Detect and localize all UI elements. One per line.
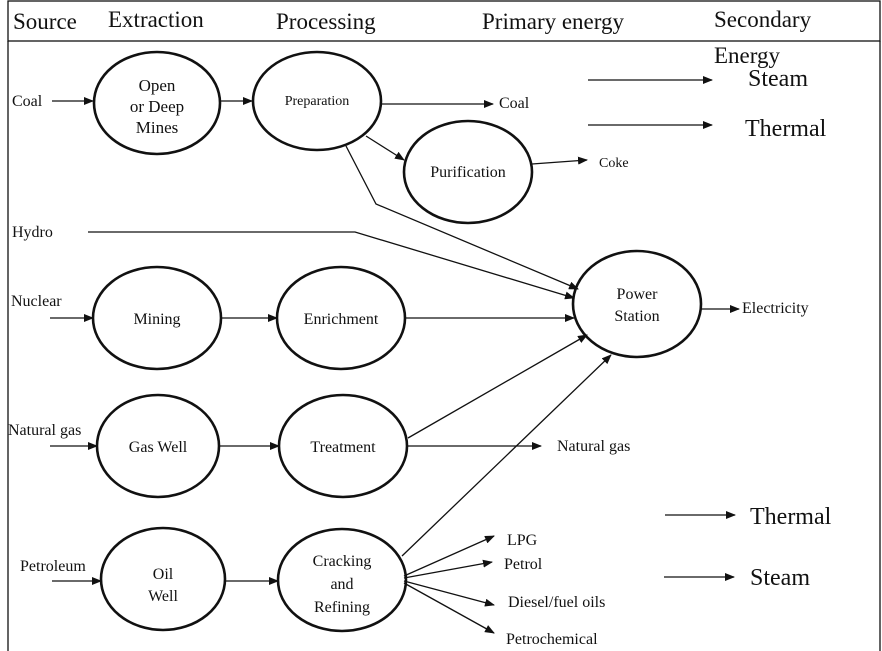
secondary-thermal-top: Thermal [745, 116, 827, 142]
secondary-thermal-bottom: Thermal [750, 504, 832, 530]
cracking-label: Cracking and Refining [292, 550, 392, 619]
arrow-purification-to-coke [531, 156, 588, 165]
cracking-label-line3: Refining [314, 599, 370, 616]
power-station-label-line1: Power [616, 286, 658, 303]
arrow-cracking-to-lpg [403, 535, 495, 577]
output-lpg: LPG [507, 532, 538, 549]
cracking-label-line2: and [330, 576, 354, 593]
mines-label-line3: Mines [135, 118, 179, 137]
arrow-preparation-to-power-station [345, 145, 579, 290]
power-station-node [571, 249, 703, 359]
mines-node [92, 50, 222, 156]
arrow-cracking-to-diesel [403, 580, 495, 607]
oil-well-label-line1: Oil [152, 566, 174, 583]
arrow-cracking-to-petrol [403, 559, 493, 579]
arrow-preparation-to-purification [365, 135, 405, 161]
oil-well-label-line2: Well [148, 588, 178, 605]
power-station-label: Power Station [587, 284, 687, 328]
header-primary-energy: Primary energy [482, 9, 625, 34]
output-natural-gas: Natural gas [557, 438, 631, 455]
output-petrochemical: Petrochemical [506, 631, 598, 648]
source-natural-gas: Natural gas [8, 422, 82, 439]
source-petroleum: Petroleum [20, 558, 86, 575]
enrichment-label: Enrichment [303, 311, 379, 328]
purification-node [402, 119, 534, 225]
gas-well-label: Gas Well [128, 439, 188, 456]
output-coal: Coal [499, 95, 530, 112]
arrow-cracking-to-power-station [401, 354, 612, 557]
mines-label-line1: Open [138, 76, 176, 95]
arrow-cracking-to-petrochemical [403, 582, 495, 634]
output-electricity: Electricity [742, 300, 809, 317]
preparation-node [251, 50, 383, 152]
header-source: Source [13, 9, 77, 34]
source-coal: Coal [12, 93, 43, 110]
output-coke: Coke [599, 156, 629, 171]
secondary-steam-bottom: Steam [750, 565, 810, 591]
arrow-treatment-to-power-station [407, 334, 588, 439]
mining-label: Mining [133, 311, 181, 328]
header-box [7, 0, 881, 42]
source-hydro: Hydro [12, 224, 53, 241]
output-petrol: Petrol [504, 556, 543, 573]
power-station-label-line2: Station [614, 308, 660, 325]
preparation-label: Preparation [284, 94, 350, 109]
source-nuclear: Nuclear [11, 293, 62, 310]
secondary-steam-top: Steam [748, 66, 808, 92]
header-energy: Energy [714, 43, 781, 68]
purification-label: Purification [430, 164, 506, 181]
mines-label-line2: or Deep [129, 97, 185, 116]
header-secondary: Secondary [714, 7, 812, 32]
mines-label: Open or Deep Mines [107, 75, 207, 138]
arrow-hydro-to-power-station [88, 231, 575, 300]
treatment-label: Treatment [310, 439, 376, 456]
cracking-label-line1: Cracking [312, 553, 372, 570]
oil-well-label: Oil Well [113, 564, 213, 608]
header-processing: Processing [276, 9, 376, 34]
output-diesel: Diesel/fuel oils [508, 594, 606, 611]
header-extraction: Extraction [108, 7, 204, 32]
